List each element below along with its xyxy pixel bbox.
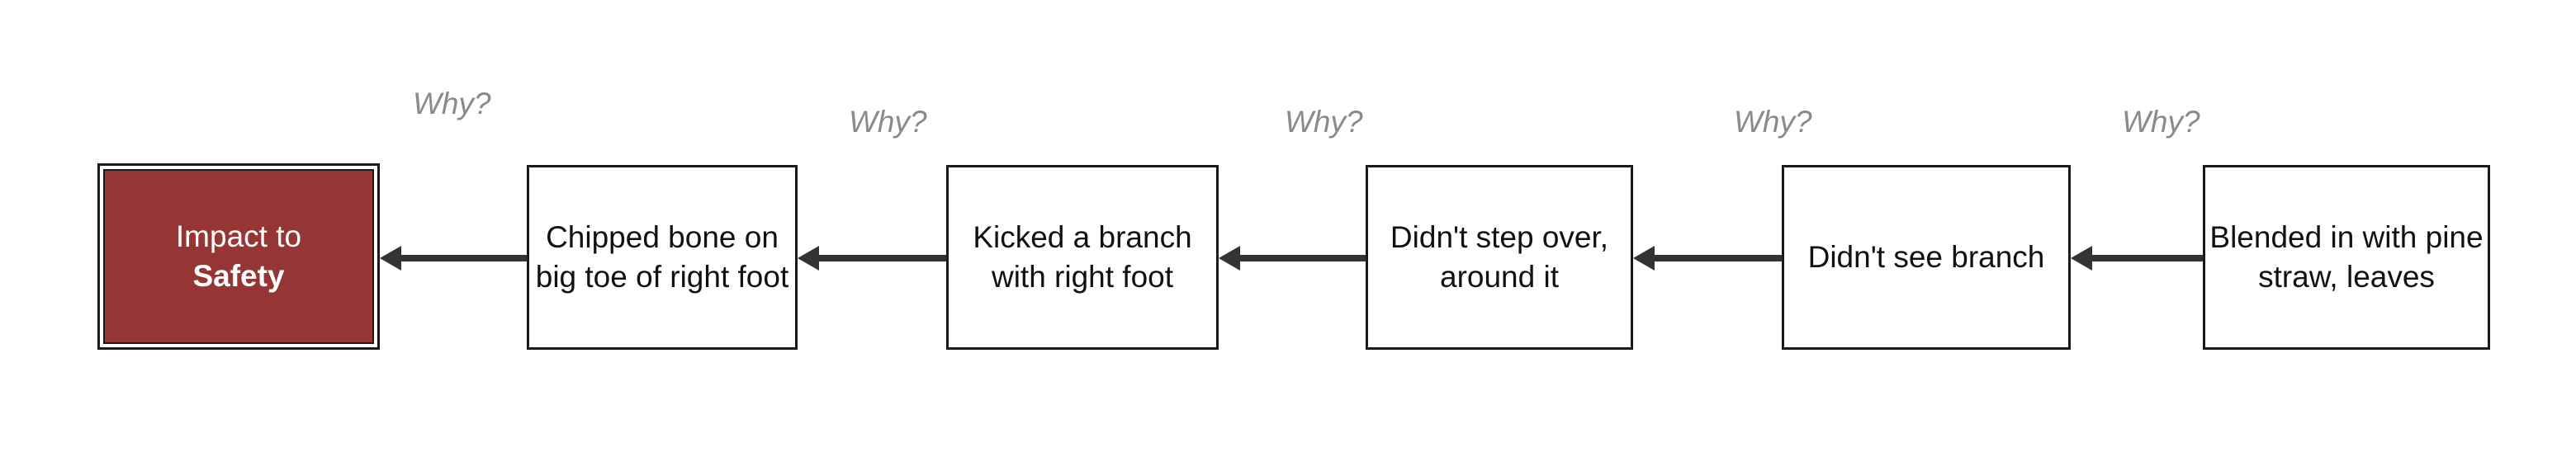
- impact-box: Impact to Safety: [97, 163, 380, 350]
- step-label-3: Didn't step over, around it: [1390, 220, 1609, 294]
- step-label-1: Chipped bone on big toe of right foot: [535, 220, 789, 294]
- why-label-1: Why?: [413, 87, 491, 120]
- step-box-3: Didn't step over, around it: [1366, 165, 1633, 350]
- why-label-2: Why?: [849, 105, 927, 139]
- step-box-1: Chipped bone on big toe of right foot: [527, 165, 798, 350]
- step-box-5: Blended in with pine straw, leaves: [2203, 165, 2490, 350]
- arrow-step4-to-step3: [1633, 246, 1782, 271]
- impact-category: Safety: [192, 259, 285, 293]
- why-label-4: Why?: [1734, 105, 1812, 139]
- why-label-5: Why?: [2122, 105, 2200, 139]
- step-label-5: Blended in with pine straw, leaves: [2209, 220, 2484, 294]
- arrow-step3-to-step2: [1219, 246, 1366, 271]
- why-label-3: Why?: [1285, 105, 1363, 139]
- arrow-step1-to-impact: [380, 246, 527, 271]
- arrow-step5-to-step4: [2071, 246, 2203, 271]
- step-box-4: Didn't see branch: [1782, 165, 2071, 350]
- step-label-2: Kicked a branch with right foot: [973, 220, 1192, 294]
- step-label-4: Didn't see branch: [1807, 240, 2045, 274]
- arrow-step2-to-step1: [798, 246, 946, 271]
- step-box-2: Kicked a branch with right foot: [946, 165, 1219, 350]
- impact-label: Impact to: [175, 219, 302, 253]
